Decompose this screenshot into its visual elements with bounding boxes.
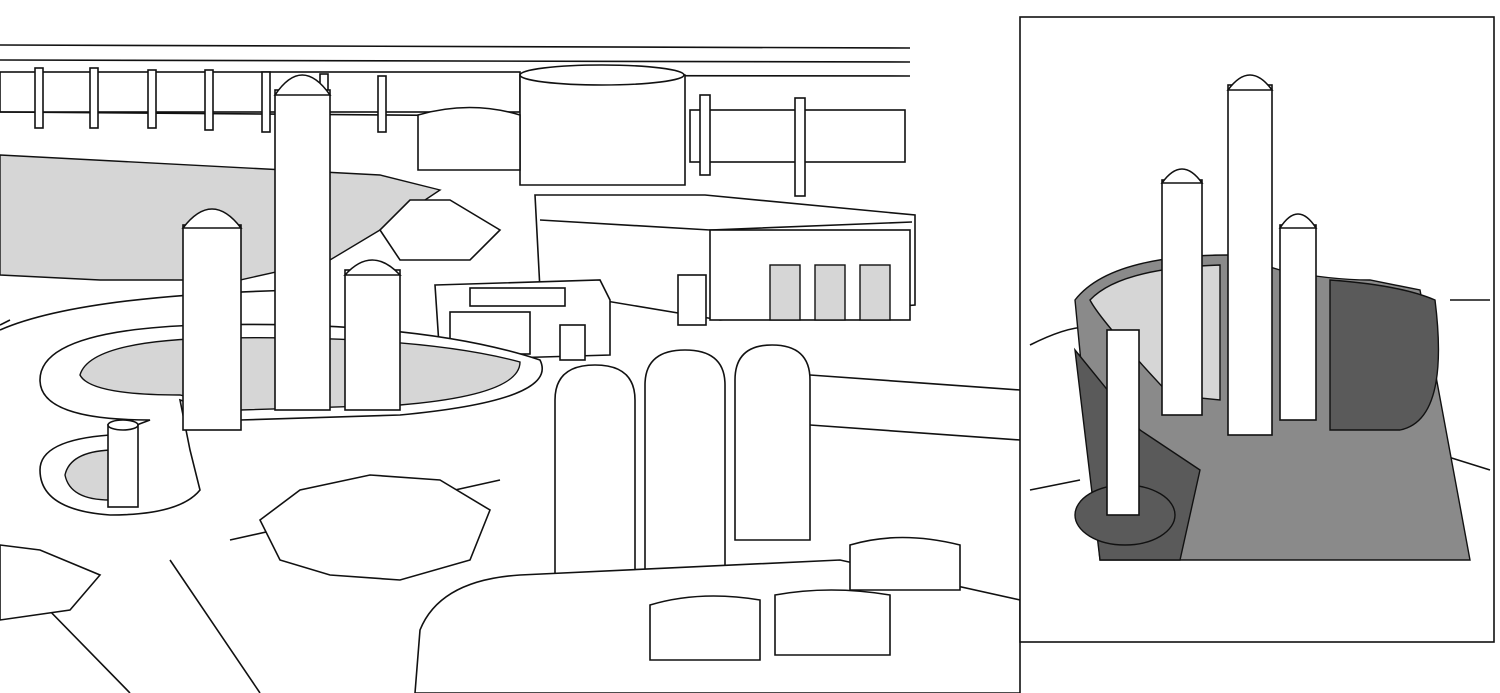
- main-building: [534, 194, 916, 326]
- rock-cluster: [0, 544, 102, 621]
- perimeter-fence: [0, 44, 911, 197]
- rock-cluster: [378, 199, 502, 261]
- rock-cluster: [258, 474, 491, 581]
- pressure-vessels: [414, 344, 1021, 693]
- storage-tank: [417, 64, 686, 186]
- cutaway-inset: [1019, 16, 1495, 643]
- distillation-towers: [107, 74, 402, 508]
- road-edge: [809, 374, 1021, 441]
- ground-path: [0, 289, 501, 693]
